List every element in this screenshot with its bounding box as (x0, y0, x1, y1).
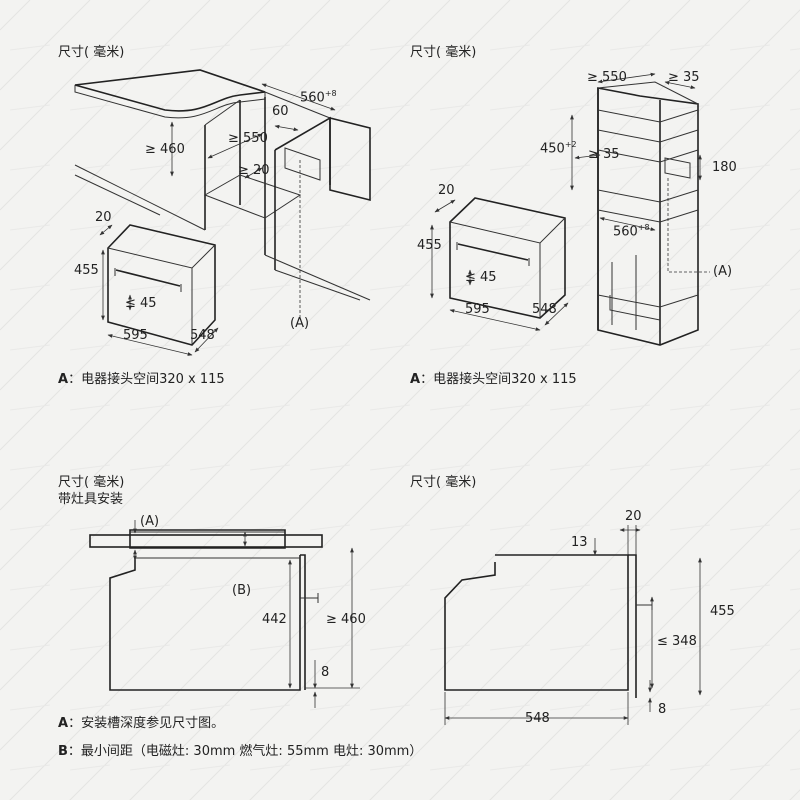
bottom-right-dim-348: ≤ 348 (657, 634, 697, 649)
bottom-note-a: A：安装槽深度参见尺寸图。 (58, 716, 225, 731)
top-right-dim-35-top: ≥ 35 (668, 70, 700, 85)
bottom-left-label-b: (B) (232, 583, 252, 598)
bottom-left-title: 尺寸( 毫米) (58, 475, 125, 490)
top-left-cabinet-drawing (74, 69, 371, 356)
bottom-right-dim-8: 8 (658, 702, 667, 717)
top-right-dim-595: 595 (465, 302, 490, 317)
bottom-left-dim-460: ≥ 460 (326, 612, 366, 627)
bottom-left-dim-442: 442 (262, 612, 287, 627)
top-right-dim-550: ≥ 550 (587, 70, 627, 85)
top-left-dim-548: 548 (190, 328, 215, 343)
top-left-dim-45: ≤ 45 (125, 296, 157, 311)
bottom-right-dim-455: 455 (710, 604, 735, 619)
top-left-dim-460: ≥ 460 (145, 142, 185, 157)
bottom-right-dim-548: 548 (525, 711, 550, 726)
top-right-dim-180: 180 (712, 160, 737, 175)
top-left-dim-20-inner: ≥ 20 (238, 163, 270, 178)
top-right-dim-450: 450+2 (540, 140, 577, 157)
top-left-title: 尺寸( 毫米) (58, 45, 125, 60)
bottom-right-section-drawing (444, 525, 702, 725)
bottom-left-subtitle: 带灶具安装 (58, 492, 124, 507)
bottom-note-b: B：最小间距（电磁灶: 30mm 燃气灶: 55mm 电灶: 30mm） (58, 744, 423, 759)
top-left-label-a: (A) (290, 316, 310, 331)
top-right-tall-cabinet-drawing (430, 72, 710, 346)
top-left-dim-595: 595 (123, 328, 148, 343)
bottom-left-label-a: (A) (140, 514, 160, 529)
top-right-label-a: (A) (713, 264, 733, 279)
top-right-dim-560: 560+8 (613, 223, 650, 240)
top-right-note: A：电器接头空间320 x 115 (410, 372, 577, 387)
top-left-note: A：电器接头空间320 x 115 (58, 372, 225, 387)
top-right-dim-45: ≤ 45 (465, 270, 497, 285)
bottom-left-dim-8: 8 (321, 665, 330, 680)
bottom-left-section-drawing (89, 520, 360, 708)
top-left-dim-455: 455 (74, 263, 99, 278)
top-right-dim-455: 455 (417, 238, 442, 253)
bottom-right-title: 尺寸( 毫米) (410, 475, 477, 490)
top-left-dim-550: ≥ 550 (228, 131, 268, 146)
top-left-dim-560: 560+8 (300, 89, 337, 106)
top-right-title: 尺寸( 毫米) (410, 45, 477, 60)
top-left-dim-20: 20 (95, 210, 112, 225)
top-right-dim-35-mid: ≥ 35 (588, 147, 620, 162)
top-right-dim-548: 548 (532, 302, 557, 317)
bottom-right-dim-13: 13 (571, 535, 588, 550)
top-right-dim-20: 20 (438, 183, 455, 198)
top-left-dim-60: 60 (272, 104, 289, 119)
bottom-right-dim-20: 20 (625, 509, 642, 524)
